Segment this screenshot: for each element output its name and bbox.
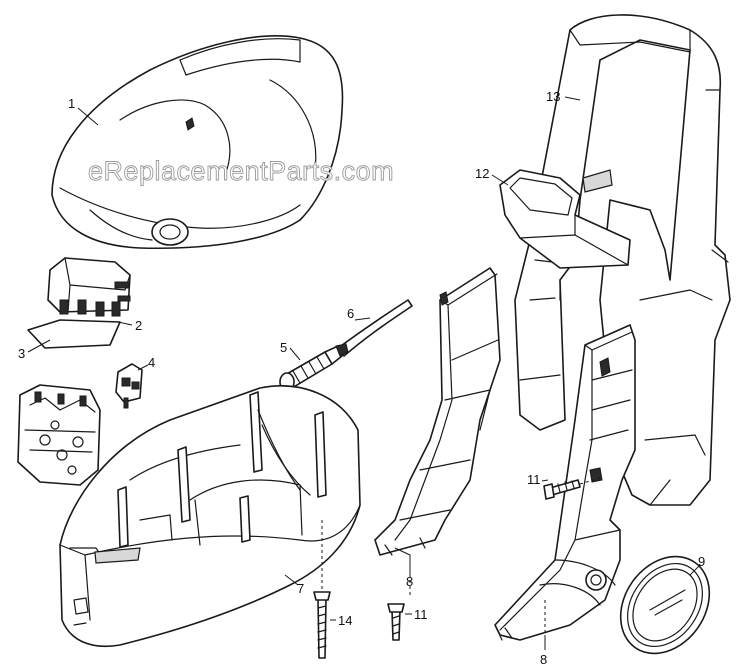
part-12-handle-clip[interactable] bbox=[499, 169, 631, 269]
callout-numbers: 1 2 3 4 5 6 7 8 8 9 11 11 12 13 14 bbox=[18, 89, 705, 667]
callout-9: 9 bbox=[698, 554, 705, 569]
part-14-long-screw[interactable] bbox=[313, 520, 331, 659]
callout-12: 12 bbox=[475, 166, 489, 181]
part-3-insulator-plate[interactable] bbox=[27, 319, 121, 349]
part-7-lower-housing[interactable] bbox=[59, 385, 361, 647]
callout-14: 14 bbox=[338, 613, 352, 628]
part-5-hose-fitting[interactable] bbox=[279, 345, 343, 392]
callout-11-side: 11 bbox=[527, 472, 541, 487]
part-8-right-wheel-frame[interactable] bbox=[494, 324, 636, 641]
callout-4: 4 bbox=[148, 355, 155, 370]
part-8-left-frame-bracket[interactable] bbox=[374, 267, 501, 556]
leader-lines bbox=[27, 96, 701, 650]
callout-2: 2 bbox=[135, 318, 142, 333]
callout-13: 13 bbox=[546, 89, 560, 104]
callout-8-right: 8 bbox=[540, 652, 547, 667]
callout-8-left: 8 bbox=[406, 574, 413, 589]
callout-11-bottom: 11 bbox=[414, 607, 428, 622]
part-11-bottom-screw[interactable] bbox=[387, 603, 405, 641]
callout-3: 3 bbox=[18, 346, 25, 361]
part-2-switch[interactable] bbox=[47, 257, 131, 317]
part-4-connector[interactable] bbox=[115, 363, 143, 409]
part-9-wheel[interactable] bbox=[602, 539, 727, 670]
callout-7: 7 bbox=[297, 581, 304, 596]
callout-5: 5 bbox=[280, 340, 287, 355]
callout-1: 1 bbox=[68, 96, 75, 111]
motor-pump-assembly[interactable] bbox=[17, 384, 101, 486]
part-1-hood-cover[interactable] bbox=[51, 35, 344, 250]
part-6-cable[interactable] bbox=[335, 299, 413, 357]
watermark-text: eReplacementParts.com bbox=[88, 156, 394, 186]
callout-6: 6 bbox=[347, 306, 354, 321]
part-11-side-screw[interactable] bbox=[543, 477, 601, 500]
